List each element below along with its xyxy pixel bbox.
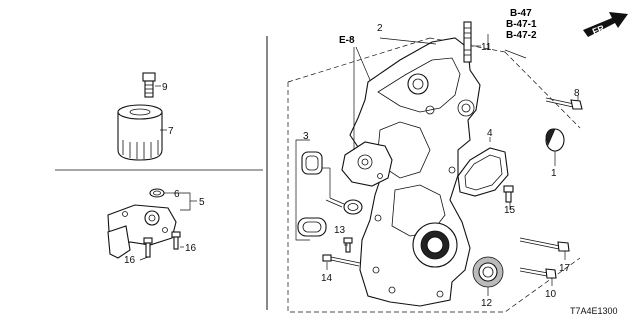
filter-base-assembly xyxy=(107,204,177,259)
bolt-16-b xyxy=(143,237,153,258)
filter-center-bolt xyxy=(142,72,156,98)
front-direction-arrow: FR. xyxy=(583,12,628,37)
bolt-14 xyxy=(322,254,361,267)
chain-case-cover xyxy=(341,37,481,307)
callout-8: 8 xyxy=(574,88,580,99)
callout-13: 13 xyxy=(334,225,346,236)
bolt-8 xyxy=(545,97,583,110)
diagram-code: T7A4E1300 xyxy=(570,306,618,316)
bolt-16-a xyxy=(171,231,181,250)
callout-14: 14 xyxy=(321,273,333,284)
callout-9: 9 xyxy=(162,82,168,93)
o-ring-6 xyxy=(149,188,165,198)
callout-5: 5 xyxy=(199,197,205,208)
callout-17: 17 xyxy=(559,263,571,274)
callout-4: 4 xyxy=(487,128,493,139)
bolt-15 xyxy=(503,185,514,203)
callout-11: 11 xyxy=(481,42,492,53)
callout-16-a: 16 xyxy=(185,243,197,254)
callout-1: 1 xyxy=(551,168,557,179)
callout-3: 3 xyxy=(303,131,309,142)
callout-16-b: 16 xyxy=(124,255,136,266)
ref-e8: E-8 xyxy=(339,35,355,46)
callout-7: 7 xyxy=(168,126,174,137)
ref-b47: B-47 xyxy=(510,8,532,19)
bolt-13 xyxy=(343,237,353,253)
assembly-outline xyxy=(287,82,581,313)
stud-bolt-11 xyxy=(463,21,472,63)
plug-cap xyxy=(545,128,565,152)
ref-b47-2: B-47-2 xyxy=(506,30,537,41)
bolt-17 xyxy=(519,237,570,252)
gasket-3 xyxy=(297,151,363,237)
callout-2: 2 xyxy=(377,23,383,34)
callout-15: 15 xyxy=(504,205,516,216)
callout-6: 6 xyxy=(174,189,180,200)
callout-10: 10 xyxy=(545,289,557,300)
callout-12: 12 xyxy=(481,298,493,309)
oil-filter xyxy=(117,104,163,161)
cover-plate-4 xyxy=(457,147,509,197)
ref-b47-1: B-47-1 xyxy=(506,19,537,30)
oil-seal-12 xyxy=(472,256,504,288)
bolt-10 xyxy=(519,267,557,279)
